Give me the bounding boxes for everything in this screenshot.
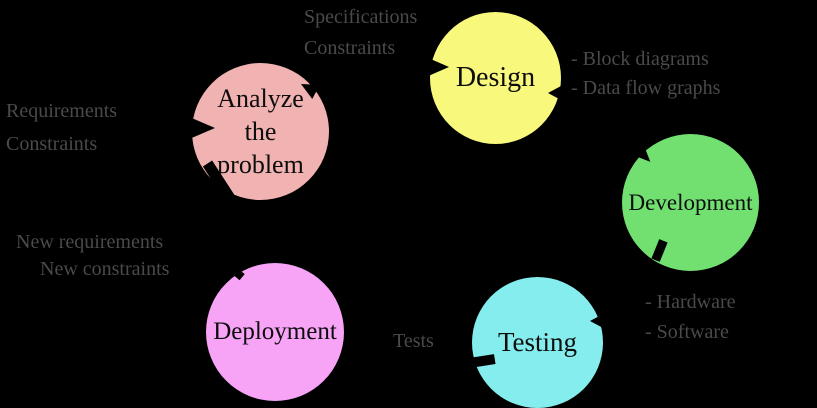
label-tests: Tests: [393, 330, 434, 352]
node-testing-label: Testing: [497, 327, 578, 358]
node-development-label: Development: [628, 189, 753, 215]
node-analyze-label: Analyze the problem: [217, 83, 304, 180]
node-development: Development: [622, 134, 759, 271]
label-specifications: Specifications: [304, 6, 418, 28]
label-analyze-inputs: Requirements Constraints: [6, 95, 117, 161]
label-new-constraints: New constraints: [40, 258, 170, 280]
label-deployment-outputs: New requirements New constraints: [16, 229, 169, 283]
label-constraints: Constraints: [304, 37, 396, 59]
label-hardware: - Hardware: [645, 291, 736, 313]
label-software: - Software: [645, 321, 729, 343]
label-new-requirements: New requirements: [16, 231, 164, 253]
arrow-notch-into-analyze-icon: [187, 116, 215, 140]
label-constraints: Constraints: [6, 133, 98, 155]
arrow-notch-design-to-development-icon: [548, 86, 561, 100]
label-development-outputs: - Hardware - Software: [645, 287, 736, 347]
label-requirements: Requirements: [6, 100, 118, 122]
label-design-inputs: Specifications Constraints: [304, 2, 417, 64]
arrow-notch-into-testing-icon: [590, 313, 605, 329]
label-block-diagrams: - Block diagrams: [571, 48, 709, 70]
node-design: Design: [430, 12, 561, 144]
node-deployment: Deployment: [206, 263, 344, 401]
node-deployment-label: Deployment: [213, 318, 337, 345]
node-testing: Testing: [472, 277, 603, 408]
label-data-flow-graphs: - Data flow graphs: [571, 77, 721, 99]
node-design-label: Design: [455, 62, 536, 94]
label-design-outputs: - Block diagrams - Data flow graphs: [571, 45, 720, 103]
arrow-notch-into-design-icon: [426, 57, 449, 77]
